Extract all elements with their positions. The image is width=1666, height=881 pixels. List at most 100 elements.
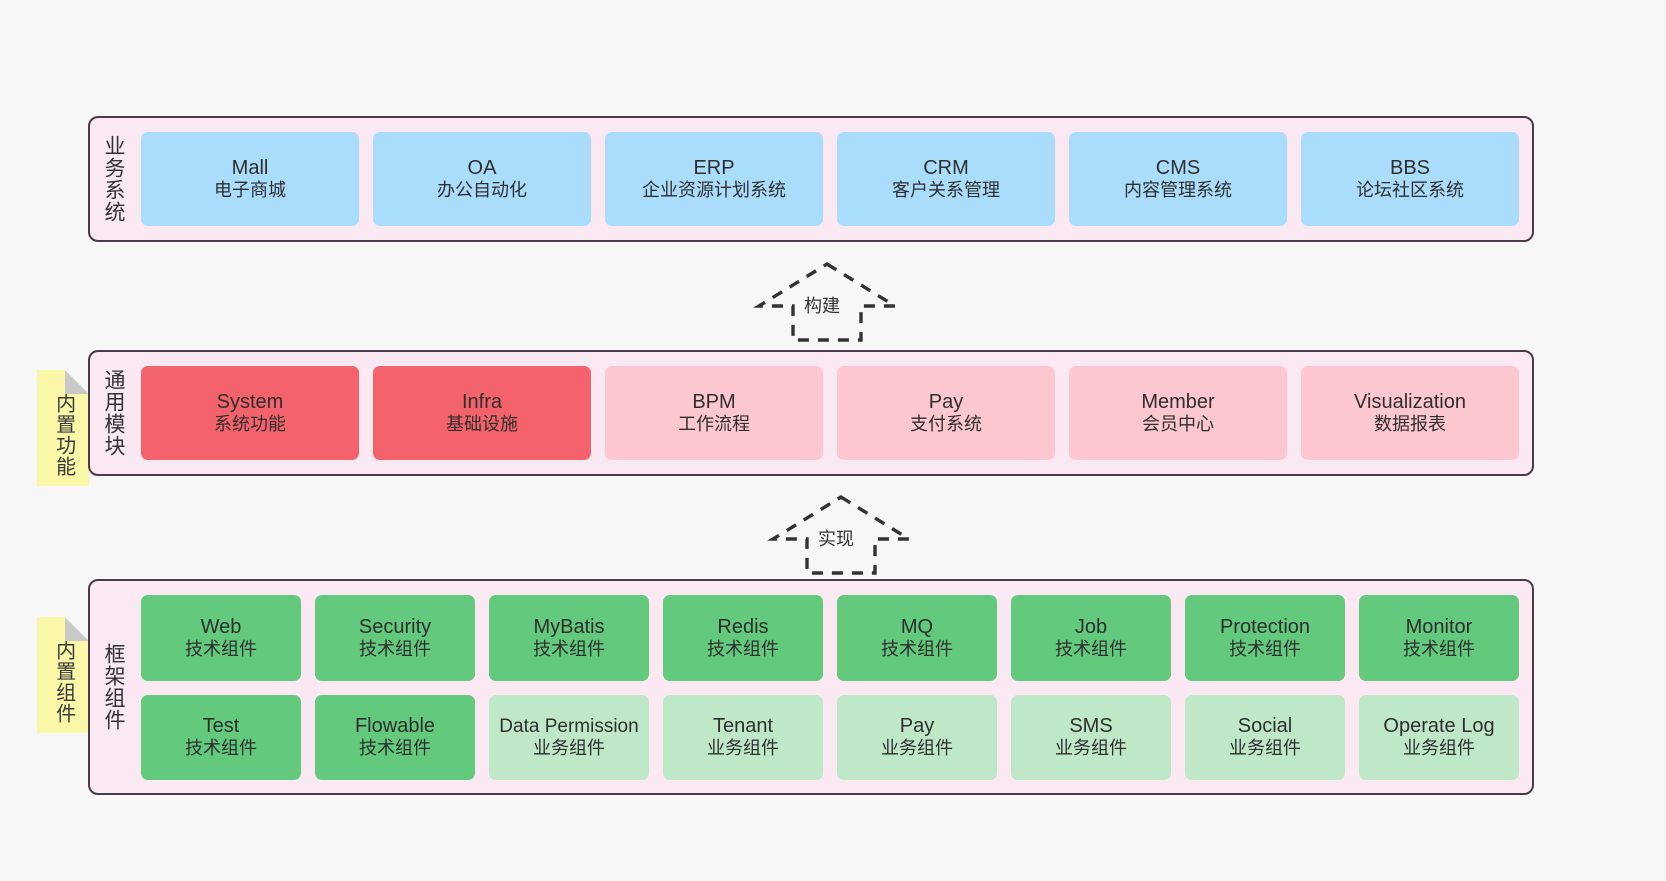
card-social[interactable]: Social 业务组件 [1185, 694, 1345, 780]
card-subtitle: 业务组件 [1055, 738, 1127, 759]
card-flowable[interactable]: Flowable 技术组件 [315, 694, 475, 780]
card-subtitle: 系统功能 [214, 414, 286, 435]
card-monitor[interactable]: Monitor 技术组件 [1359, 595, 1519, 681]
card-subtitle: 业务组件 [1229, 738, 1301, 759]
framework-row-business: Test 技术组件 Flowable 技术组件 Data Permission … [141, 694, 1519, 780]
card-subtitle: 技术组件 [359, 738, 431, 759]
card-security[interactable]: Security 技术组件 [315, 595, 475, 681]
card-web[interactable]: Web 技术组件 [141, 595, 301, 681]
connector-implement-arrow: 实现 [767, 495, 915, 575]
card-subtitle: 客户关系管理 [892, 180, 1000, 201]
card-title: Security [358, 615, 432, 638]
card-title: Protection [1219, 615, 1311, 638]
card-data-permission[interactable]: Data Permission 业务组件 [489, 694, 649, 780]
layer-label-business-systems: 业务系统 [101, 135, 125, 223]
card-subtitle: 办公自动化 [437, 180, 527, 201]
card-operate-log[interactable]: Operate Log 业务组件 [1359, 694, 1519, 780]
card-visualization[interactable]: Visualization 数据报表 [1301, 366, 1519, 460]
card-subtitle: 技术组件 [1055, 638, 1127, 659]
card-subtitle: 技术组件 [1229, 638, 1301, 659]
card-protection[interactable]: Protection 技术组件 [1185, 595, 1345, 681]
card-subtitle: 技术组件 [707, 638, 779, 659]
card-title: SMS [1069, 715, 1113, 738]
card-title: Pay [899, 715, 935, 738]
card-title: Member [1141, 390, 1215, 413]
card-subtitle: 技术组件 [881, 638, 953, 659]
card-subtitle: 论坛社区系统 [1356, 180, 1464, 201]
card-title: Monitor [1405, 615, 1473, 638]
card-title: MyBatis [533, 615, 605, 638]
card-erp[interactable]: ERP 企业资源计划系统 [605, 132, 823, 226]
card-title: OA [467, 156, 497, 179]
card-tenant[interactable]: Tenant 业务组件 [663, 694, 823, 780]
card-title: Mall [231, 156, 269, 179]
card-crm[interactable]: CRM 客户关系管理 [837, 132, 1055, 226]
card-subtitle: 业务组件 [881, 738, 953, 759]
layer-business-systems: 业务系统 Mall 电子商城 OA 办公自动化 ERP 企业资源计划系统 CRM… [88, 116, 1534, 242]
card-title: Tenant [712, 715, 774, 738]
card-subtitle: 业务组件 [1403, 738, 1475, 759]
layer-body-business-systems: Mall 电子商城 OA 办公自动化 ERP 企业资源计划系统 CRM 客户关系… [136, 118, 1532, 240]
card-subtitle: 基础设施 [446, 414, 518, 435]
card-title: CMS [1155, 156, 1201, 179]
card-job[interactable]: Job 技术组件 [1011, 595, 1171, 681]
card-subtitle: 技术组件 [185, 638, 257, 659]
card-subtitle: 技术组件 [533, 638, 605, 659]
card-subtitle: 电子商城 [214, 180, 286, 201]
card-title: Visualization [1354, 390, 1466, 413]
card-redis[interactable]: Redis 技术组件 [663, 595, 823, 681]
card-subtitle: 业务组件 [707, 738, 779, 759]
layer-body-framework-components: Web 技术组件 Security 技术组件 MyBatis 技术组件 Redi… [136, 581, 1532, 793]
card-title: BBS [1389, 156, 1431, 179]
card-subtitle: 工作流程 [678, 414, 750, 435]
card-mall[interactable]: Mall 电子商城 [141, 132, 359, 226]
card-title: Operate Log [1383, 715, 1495, 738]
card-subtitle: 支付系统 [910, 414, 982, 435]
card-oa[interactable]: OA 办公自动化 [373, 132, 591, 226]
note-label: 内置组件 [52, 640, 75, 724]
card-title: Flowable [354, 715, 436, 738]
connector-build-arrow: 构建 [753, 262, 901, 342]
card-title: Job [1074, 615, 1108, 638]
card-title: Social [1237, 715, 1293, 738]
card-test[interactable]: Test 技术组件 [141, 694, 301, 780]
card-title: MQ [900, 615, 934, 638]
card-mq[interactable]: MQ 技术组件 [837, 595, 997, 681]
card-subtitle: 技术组件 [359, 638, 431, 659]
layer-label-common-modules: 通用模块 [101, 369, 125, 457]
card-pay-business[interactable]: Pay 业务组件 [837, 694, 997, 780]
card-title: BPM [692, 390, 736, 413]
card-pay[interactable]: Pay 支付系统 [837, 366, 1055, 460]
card-bpm[interactable]: BPM 工作流程 [605, 366, 823, 460]
card-cms[interactable]: CMS 内容管理系统 [1069, 132, 1287, 226]
card-subtitle: 技术组件 [185, 738, 257, 759]
card-sms[interactable]: SMS 业务组件 [1011, 694, 1171, 780]
note-fold-corner [65, 617, 89, 641]
card-subtitle: 数据报表 [1374, 414, 1446, 435]
card-title: Web [200, 615, 242, 638]
card-title: Infra [461, 390, 503, 413]
card-infra[interactable]: Infra 基础设施 [373, 366, 591, 460]
layer-common-modules: 通用模块 System 系统功能 Infra 基础设施 BPM 工作流程 Pay… [88, 350, 1534, 476]
card-member[interactable]: Member 会员中心 [1069, 366, 1287, 460]
connector-implement-label: 实现 [818, 529, 854, 549]
card-title: Test [202, 715, 240, 738]
note-builtin-components: 内置组件 [37, 617, 89, 733]
layer-label-framework-components: 框架组件 [101, 643, 125, 731]
card-subtitle: 业务组件 [533, 737, 605, 758]
layer-body-common-modules: System 系统功能 Infra 基础设施 BPM 工作流程 Pay 支付系统… [136, 352, 1532, 474]
card-system[interactable]: System 系统功能 [141, 366, 359, 460]
card-title: ERP [693, 156, 735, 179]
card-title: System [216, 390, 284, 413]
card-title: Pay [928, 390, 964, 413]
framework-row-technical: Web 技术组件 Security 技术组件 MyBatis 技术组件 Redi… [141, 595, 1519, 681]
card-subtitle: 会员中心 [1142, 414, 1214, 435]
card-subtitle: 技术组件 [1403, 638, 1475, 659]
card-subtitle: 企业资源计划系统 [642, 180, 786, 201]
connector-build-label: 构建 [804, 296, 840, 316]
card-mybatis[interactable]: MyBatis 技术组件 [489, 595, 649, 681]
card-bbs[interactable]: BBS 论坛社区系统 [1301, 132, 1519, 226]
note-label: 内置功能 [52, 393, 75, 477]
card-title: Redis [717, 615, 769, 638]
